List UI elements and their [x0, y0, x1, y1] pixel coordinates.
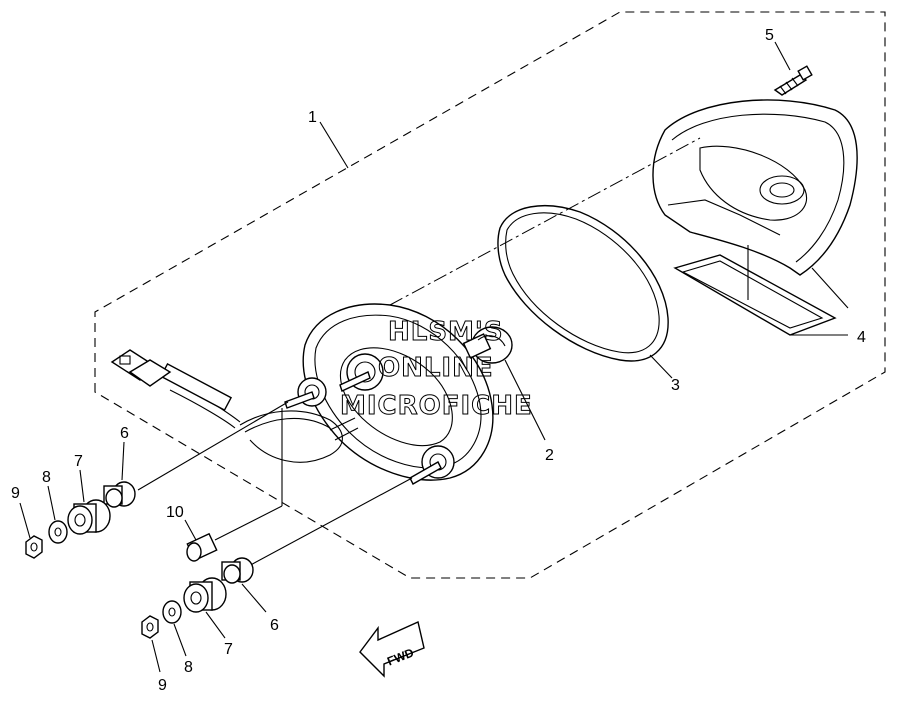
watermark: HLSM'S ONLINE MICROFICHE [340, 317, 533, 422]
callout-8b: 8 [184, 659, 193, 676]
reflector [673, 245, 837, 336]
bulb [462, 326, 513, 364]
callout-8a: 8 [42, 469, 51, 486]
callout-6a: 6 [120, 425, 129, 442]
callout-10: 10 [166, 504, 184, 521]
callout-4: 4 [857, 329, 866, 346]
stud-bolts [284, 371, 442, 485]
leader-8b [173, 623, 187, 657]
washer-upper [48, 520, 68, 544]
grommet-lower [183, 577, 227, 613]
forward-arrow: FWD [359, 621, 425, 678]
washer-lower [162, 600, 182, 624]
callout-5: 5 [765, 27, 774, 44]
install-line-c [244, 477, 413, 569]
install-line-a [137, 401, 289, 491]
callout-6b: 6 [270, 617, 279, 634]
nut-lower [141, 615, 159, 639]
collar-upper [103, 481, 136, 508]
collar-lower [221, 557, 254, 584]
watermark-line-3: MICROFICHE [340, 391, 533, 421]
leader-8a [47, 485, 56, 521]
leader-7a [79, 469, 85, 503]
leader-6b [241, 583, 267, 613]
leader-1 [319, 121, 349, 169]
leader-9a [19, 502, 31, 539]
grommet-upper [67, 499, 111, 535]
tail-lens [652, 99, 858, 276]
callout-1: 1 [308, 109, 317, 126]
nut-upper [25, 535, 43, 559]
center-line [389, 137, 701, 306]
gasket [497, 205, 669, 362]
callout-7a: 7 [74, 453, 83, 470]
callout-2: 2 [545, 447, 554, 464]
install-line-b [214, 505, 283, 541]
callout-9a: 9 [11, 485, 20, 502]
leader-10 [184, 519, 197, 541]
screw [773, 65, 813, 96]
assembly-boundary [94, 11, 886, 579]
callout-3: 3 [671, 377, 680, 394]
watermark-line-1: HLSM'S [388, 317, 504, 347]
callout-7b: 7 [224, 641, 233, 658]
leader-9b [151, 639, 161, 673]
leader-2 [504, 359, 546, 441]
leader-3 [649, 354, 673, 379]
leader-4b [811, 267, 849, 309]
watermark-line-2: ONLINE [378, 353, 494, 383]
leader-6a [121, 441, 125, 481]
leader-5 [774, 41, 791, 71]
wiring-harness [159, 362, 359, 463]
leader-7b [205, 611, 226, 639]
wire-connector [110, 349, 172, 387]
collar-10 [186, 532, 218, 562]
callout-9b: 9 [158, 677, 167, 694]
